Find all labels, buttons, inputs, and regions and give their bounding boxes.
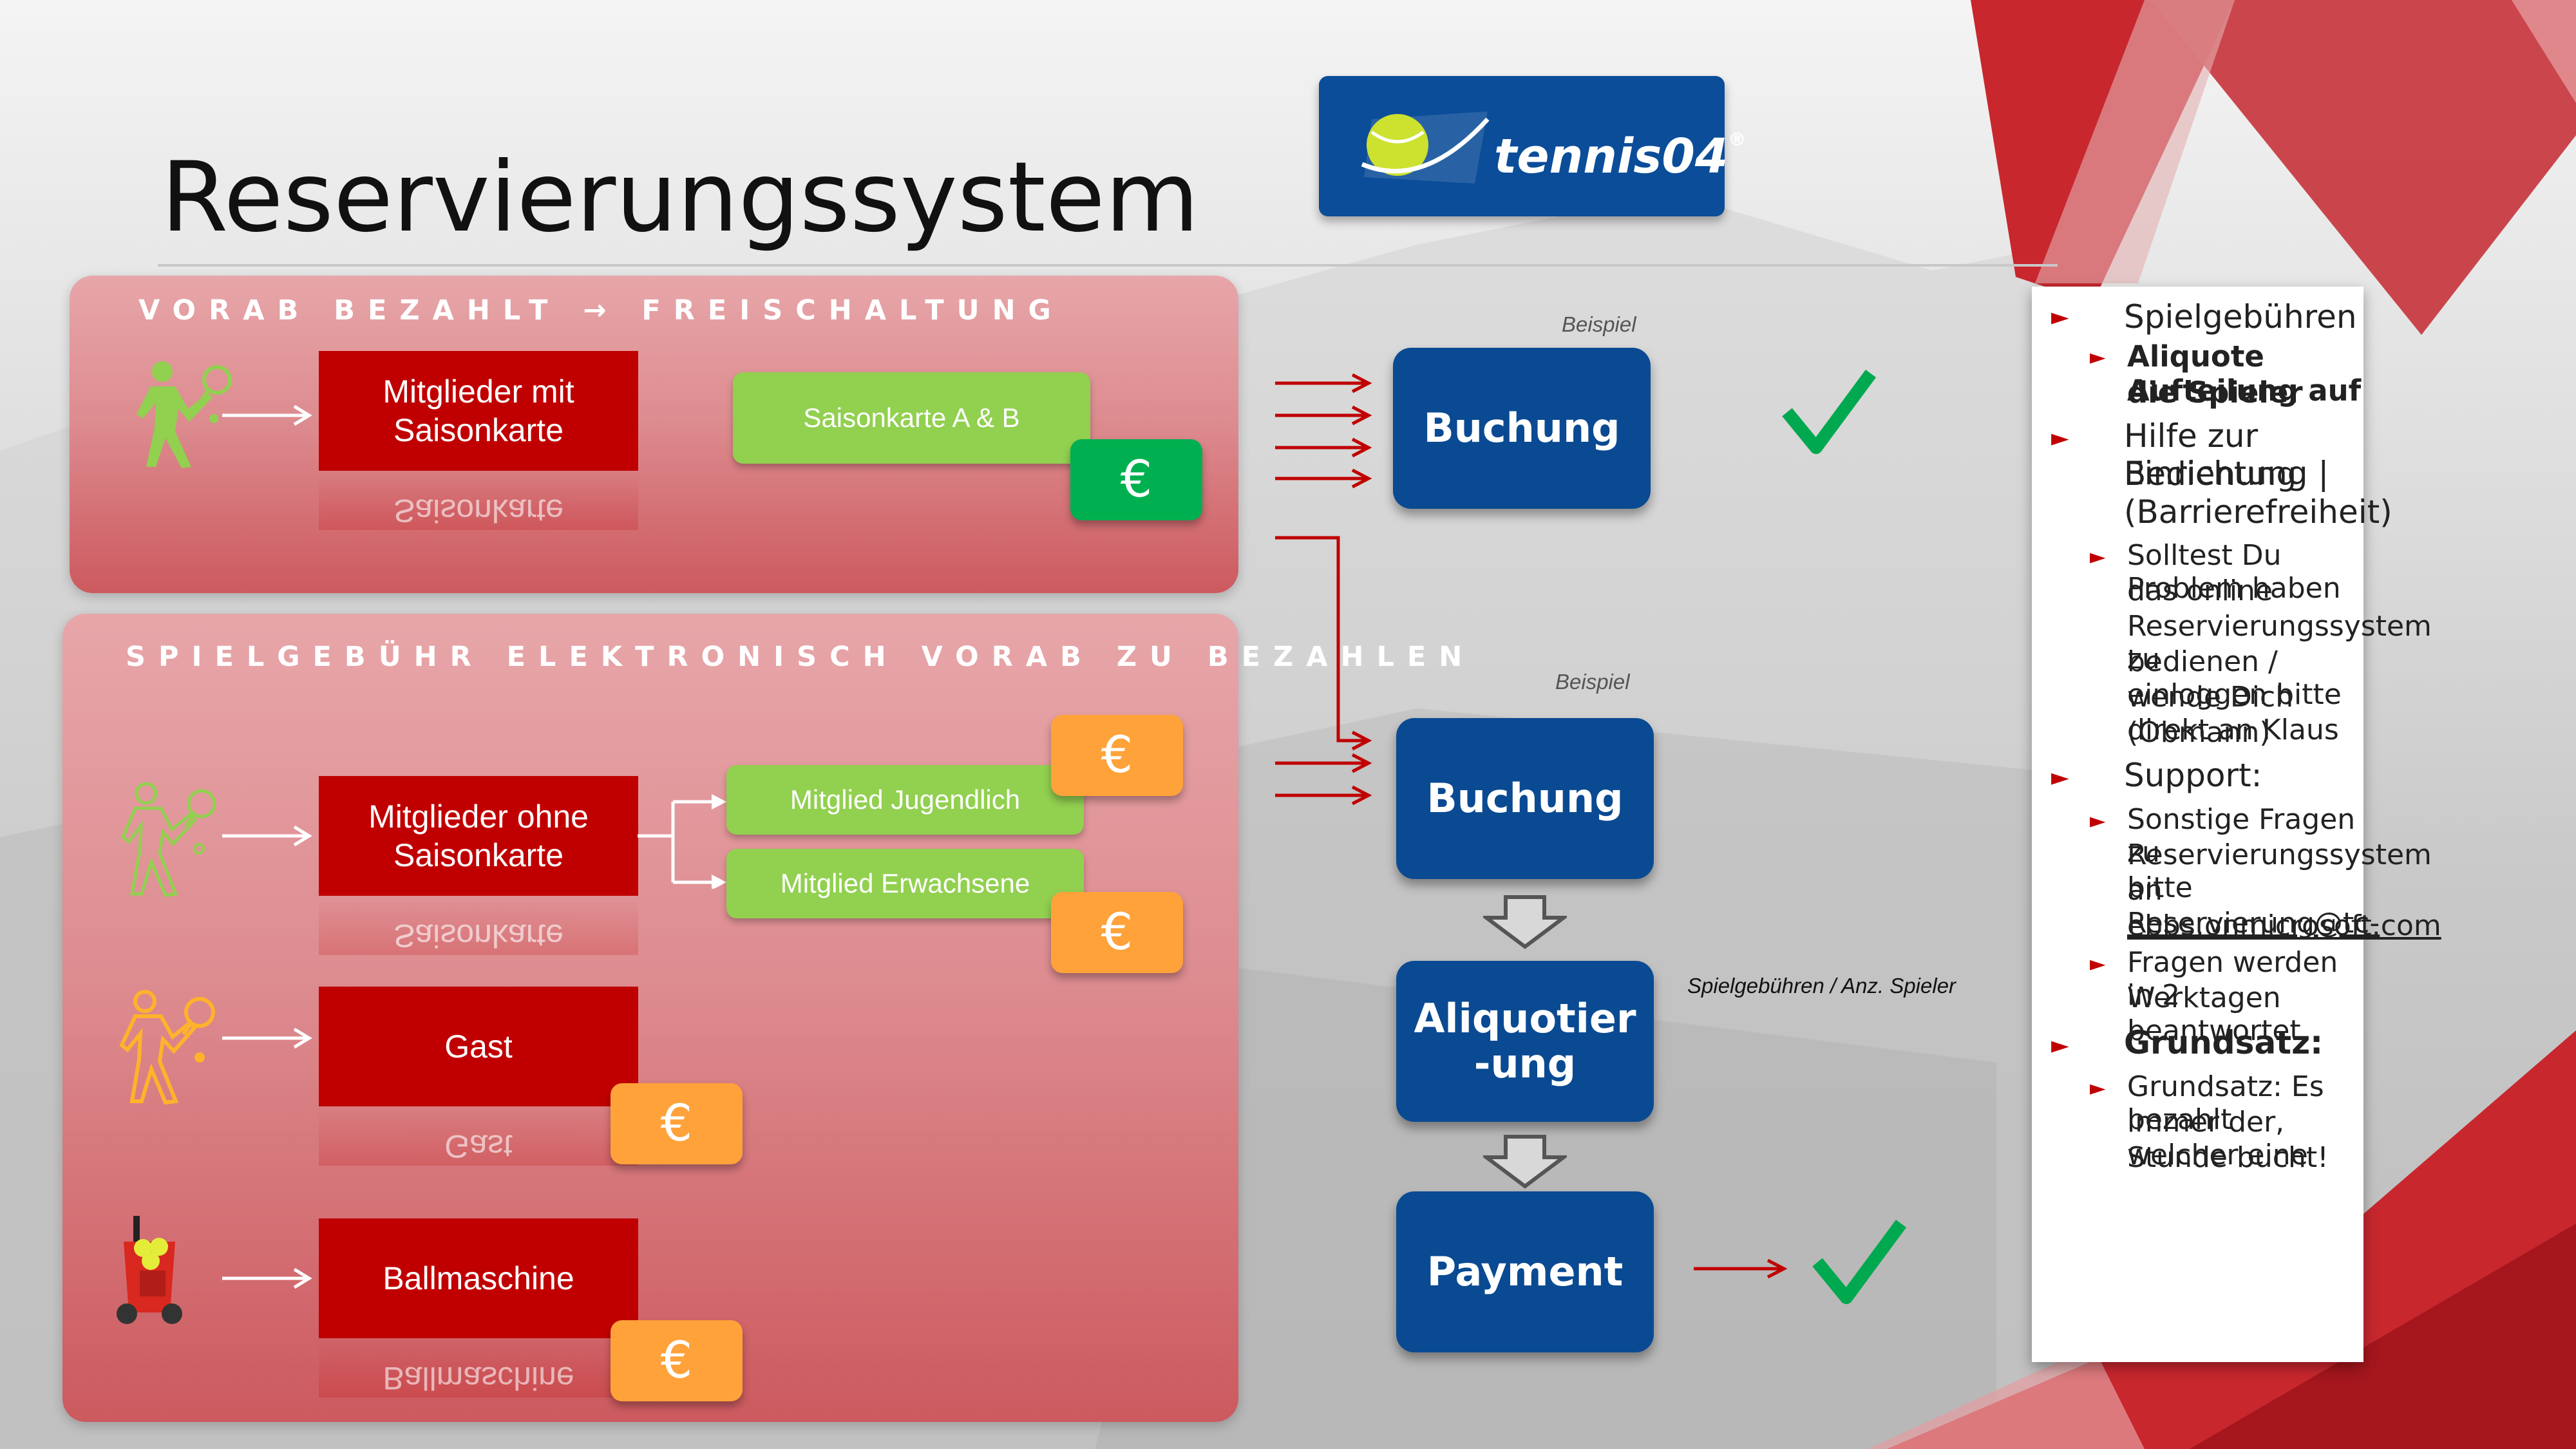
sidebar-text: (Obmann) — [2127, 716, 2271, 749]
aliquotation-box: Aliquotier -ung — [1396, 961, 1654, 1122]
booking-box-2: Buchung — [1396, 718, 1654, 879]
guest-player-icon — [119, 990, 215, 1105]
sidebar-text: Reservierungssystem zu — [2127, 610, 2432, 676]
bullet-icon: ► — [2090, 345, 2106, 369]
arrow-icon — [1694, 1258, 1787, 1279]
down-arrow-icon — [1483, 1135, 1567, 1189]
sidebar-text: Grundsatz: Es bezahlt — [2127, 1070, 2324, 1136]
sidebar-text: immer der, welcher eine — [2127, 1106, 2308, 1171]
branch-connector — [638, 794, 726, 889]
checkmark-icon — [1812, 1220, 1907, 1304]
sidebar-text: Aliquote Aufteilung auf — [2127, 339, 2362, 408]
bullet-icon: ► — [2090, 951, 2106, 976]
sidebar-text: an Reservierung@tc- — [2127, 874, 2380, 940]
sidebar-text: Werktagen beantwortet. — [2127, 981, 2310, 1047]
euro-badge-guest: € — [611, 1083, 743, 1164]
flow-arrows — [1275, 373, 1372, 806]
arrow-icon — [222, 1267, 312, 1289]
ball-machine-box: Ballmaschine — [319, 1218, 638, 1338]
sidebar-heading-fees: Spielgebühren — [2124, 298, 2357, 336]
season-card-ab-box: Saisonkarte A & B — [733, 372, 1090, 464]
booking-box-1: Buchung — [1393, 348, 1651, 509]
euro-badge-adult: € — [1051, 892, 1183, 973]
sidebar-text: Sonstige Fragen zu — [2127, 803, 2356, 869]
support-email-link[interactable]: Reservierung@tc- — [2127, 907, 2380, 940]
bullet-icon: ► — [2090, 544, 2106, 569]
bullet-icon: ► — [2051, 764, 2069, 791]
guest-reflection: Gast — [319, 1108, 638, 1166]
example-label-1: Beispiel — [1562, 312, 1636, 336]
arrow-icon — [222, 404, 312, 426]
members-without-season-card-reflection: Saisonkarte — [319, 897, 638, 955]
sidebar-text: Stunde bucht! — [2127, 1141, 2329, 1174]
sidebar-text: bedienen / einloggen bitte — [2127, 645, 2342, 711]
title-divider — [158, 264, 2058, 267]
aliquotation-note: Spielgebühren / Anz. Spieler — [1687, 974, 1956, 998]
tennis-player-outline-icon — [120, 782, 216, 897]
sidebar-heading-help: Bedienung — [2124, 455, 2297, 493]
fee-panel-header: SPIELGEBÜHR ELEKTRONISCH VORAB ZU BEZAHL… — [126, 641, 1475, 673]
arrow-icon — [222, 825, 312, 847]
slide-title: Reservierungssystem — [161, 142, 1200, 254]
ball-machine-icon — [117, 1216, 182, 1324]
prepaid-panel-header: VORAB BEZAHLT → FREISCHALTUNG — [138, 294, 1064, 327]
bullet-icon: ► — [2051, 425, 2069, 451]
aliquotation-line-2: -ung — [1473, 1040, 1577, 1087]
sidebar-heading-help: (Barrierefreiheit) — [2124, 493, 2392, 531]
euro-badge-ball-machine: € — [611, 1320, 743, 1401]
members-with-season-card-reflection: Saisonkarte — [319, 472, 638, 530]
tennis-player-icon — [137, 361, 232, 468]
logo-text: tennis04® — [1494, 129, 1747, 184]
members-with-season-card-box: Mitglieder mit Saisonkarte — [319, 351, 638, 471]
euro-badge-youth: € — [1051, 715, 1183, 796]
sidebar-text: die Spieler — [2127, 375, 2303, 410]
arrow-icon — [222, 1027, 312, 1049]
sidebar-text: Fragen werden in 2 — [2127, 946, 2338, 1012]
bullet-icon: ► — [2051, 1032, 2069, 1059]
example-label-2: Beispiel — [1555, 670, 1630, 694]
checkmark-icon — [1782, 370, 1877, 454]
sidebar-heading-support: Support: — [2124, 757, 2262, 794]
fee-panel — [62, 614, 1238, 1422]
info-sidebar: ► Spielgebühren ► Aliquote Aufteilung au… — [2032, 287, 2441, 1362]
sidebar-text: das online — [2127, 574, 2273, 607]
guest-box: Gast — [319, 987, 638, 1106]
tennis-ball-icon — [1361, 111, 1490, 184]
sidebar-text: Reservierungssystem bitte — [2127, 838, 2432, 904]
youth-member-box: Mitglied Jugendlich — [726, 765, 1084, 835]
ball-machine-reflection: Ballmaschine — [319, 1340, 638, 1397]
sidebar-text: Solltest Du Problem haben — [2127, 539, 2341, 605]
sidebar-heading-principle: Grundsatz: — [2124, 1024, 2324, 1061]
members-without-season-card-box: Mitglieder ohne Saisonkarte — [319, 776, 638, 896]
support-email-link[interactable]: ebbs.onmicrosoft.com — [2127, 909, 2441, 942]
bullet-icon: ► — [2090, 1075, 2106, 1100]
bullet-icon: ► — [2051, 304, 2069, 330]
euro-badge-season: € — [1070, 439, 1202, 520]
payment-box: Payment — [1396, 1191, 1654, 1352]
adult-member-box: Mitglied Erwachsene — [726, 849, 1084, 918]
bullet-icon: ► — [2090, 808, 2106, 833]
aliquotation-line-1: Aliquotier — [1414, 995, 1636, 1042]
sidebar-text: wende Dich direkt an Klaus — [2127, 681, 2339, 746]
down-arrow-icon — [1483, 895, 1567, 949]
sidebar-heading-help: Hilfe zur Einrichtung | — [2124, 417, 2329, 492]
